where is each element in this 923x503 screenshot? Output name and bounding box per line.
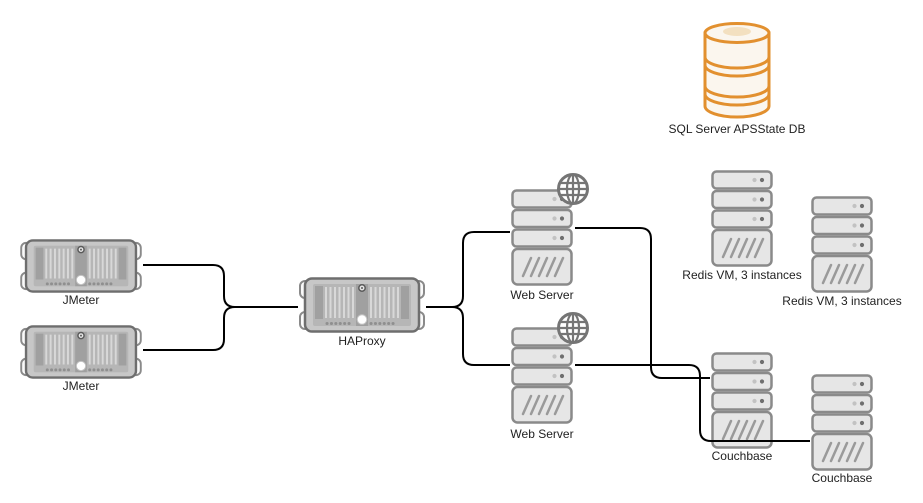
edge-haproxy-webserver1: [426, 231, 510, 308]
edge-haproxy-webserver2: [451, 306, 510, 366]
node-label: SQL Server APSState DB: [668, 122, 806, 136]
rack-server-icon: [19, 238, 143, 293]
node-redis-vm-1[interactable]: Redis VM, 3 instances: [682, 170, 802, 282]
globe-icon: [557, 173, 589, 205]
node-jmeter-1[interactable]: JMeter: [19, 238, 143, 307]
node-label: JMeter: [62, 379, 100, 393]
server-stack-icon: [711, 170, 773, 267]
edge-webserver2-couchbase2: [575, 364, 810, 442]
node-label: Couchbase: [811, 471, 873, 485]
edge-jmeter2-haproxy: [143, 306, 236, 351]
database-icon: [703, 22, 771, 119]
node-haproxy[interactable]: HAProxy: [298, 277, 426, 348]
node-label: Couchbase: [711, 449, 773, 463]
rack-server-icon: [298, 277, 426, 333]
rack-server-icon: [19, 325, 143, 379]
edge-jmeter1-haproxy: [143, 264, 298, 308]
node-label: HAProxy: [338, 334, 386, 348]
node-label: Redis VM, 3 instances: [782, 294, 902, 308]
server-stack-icon: [711, 352, 773, 449]
node-web-server-1[interactable]: Web Server: [510, 173, 589, 302]
node-web-server-2[interactable]: Web Server: [510, 312, 589, 441]
edge-webserver1-couchbase1: [575, 227, 710, 379]
node-label: Redis VM, 3 instances: [682, 268, 802, 282]
node-redis-vm-2[interactable]: Redis VM, 3 instances: [782, 196, 902, 308]
node-couchbase-1[interactable]: Couchbase: [711, 352, 773, 463]
node-jmeter-2[interactable]: JMeter: [19, 325, 143, 393]
globe-icon: [557, 312, 589, 344]
server-stack-icon: [811, 196, 873, 293]
node-label: Web Server: [510, 427, 574, 441]
node-sql-server-apsstate-db[interactable]: SQL Server APSState DB: [669, 22, 805, 136]
node-couchbase-2[interactable]: Couchbase: [811, 374, 873, 485]
server-stack-icon: [811, 374, 873, 471]
node-label: JMeter: [62, 293, 100, 307]
node-label: Web Server: [510, 288, 574, 302]
